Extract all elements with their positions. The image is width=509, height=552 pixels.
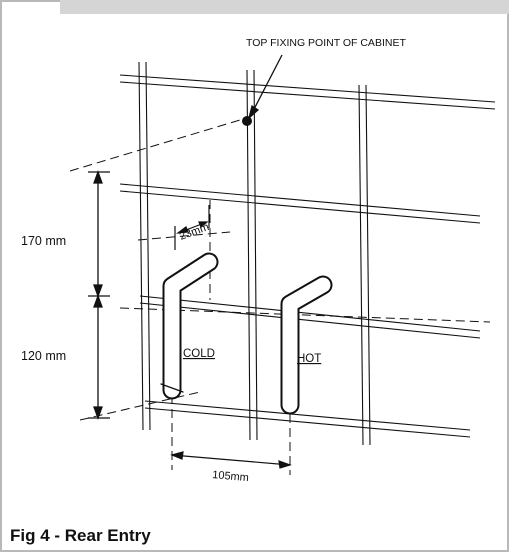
wall-grid — [119, 61, 496, 446]
top-bar — [60, 0, 509, 14]
callout-leader — [247, 54, 283, 120]
callout-text: TOP FIXING POINT OF CABINET — [246, 37, 406, 49]
figure-caption: Fig 4 - Rear Entry — [10, 526, 151, 545]
pipe-cold-label: COLD — [183, 348, 215, 360]
pipe-cold — [160, 252, 219, 400]
dim-lower-label: 120 mm — [21, 349, 66, 363]
top-fixing-point — [242, 116, 252, 126]
dim-upper-label: 170 mm — [21, 234, 66, 248]
pipe-hot — [280, 275, 333, 415]
pipe-offset-dimension — [174, 205, 210, 250]
pipe-spacing-dimension — [170, 451, 292, 469]
extension-lines — [69, 119, 491, 475]
dim-pipe-offset-label: 23mm — [178, 221, 211, 243]
vertical-dimension — [88, 170, 110, 420]
dim-pipe-spacing-label: 105mm — [212, 469, 250, 484]
pipe-hot-label: HOT — [297, 353, 321, 365]
